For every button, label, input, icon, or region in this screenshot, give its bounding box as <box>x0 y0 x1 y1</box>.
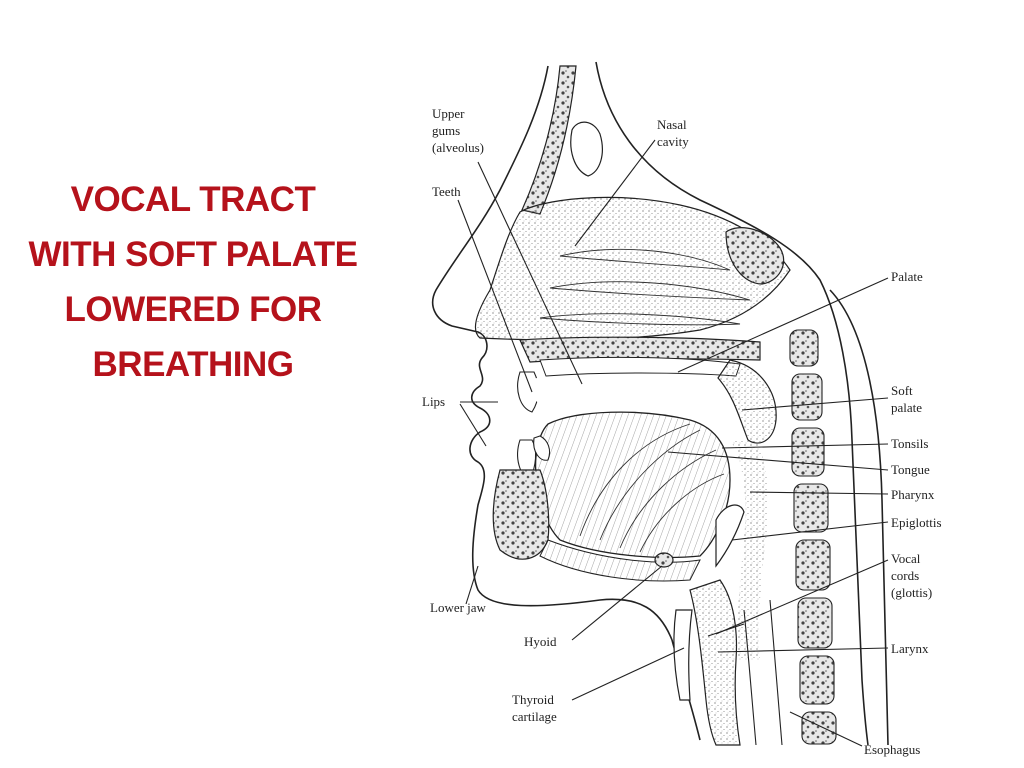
label-lips: Lips <box>422 394 445 409</box>
nasal-turbinates <box>539 248 751 326</box>
floor-of-mouth <box>539 539 701 582</box>
label-hyoid: Hyoid <box>524 634 557 649</box>
epiglottis-leader <box>731 521 889 541</box>
hyoid-bone <box>654 552 674 568</box>
label-tonsils: Tonsils <box>891 436 928 451</box>
thyroid-cartilage-leader <box>571 647 685 701</box>
leader-lines <box>457 139 889 747</box>
title-line-4: BREATHING <box>92 345 294 384</box>
tongue-fibers <box>579 423 725 553</box>
pharynx-region <box>730 440 768 660</box>
label-thyroid-cartilage: Thyroid cartilage <box>512 692 557 724</box>
label-upper-gums: Upper gums (alveolus) <box>432 106 484 155</box>
label-teeth: Teeth <box>432 184 461 199</box>
esophagus-front-wall <box>743 609 757 746</box>
nasal-bone <box>521 65 577 215</box>
mandible <box>492 469 550 560</box>
palate-leader <box>677 277 889 373</box>
face-profile-outline <box>431 65 701 741</box>
nasal-cavity-leader <box>574 139 656 247</box>
label-epiglottis: Epiglottis <box>891 515 942 530</box>
tonsils-leader <box>721 443 889 449</box>
teeth-leader <box>457 199 533 393</box>
label-esophagus: Esophagus <box>864 742 920 757</box>
label-lower-jaw: Lower jaw <box>430 600 487 615</box>
hyoid-leader <box>571 565 663 641</box>
label-tongue: Tongue <box>891 462 930 477</box>
oral-cavity <box>520 374 700 412</box>
label-larynx: Larynx <box>891 641 929 656</box>
tongue-leader <box>667 451 889 471</box>
label-nasal-cavity: Nasal cavity <box>657 117 690 149</box>
larynx-shape <box>689 579 741 746</box>
nasal-cavity-region <box>475 196 791 341</box>
label-pharynx: Pharynx <box>891 487 935 502</box>
soft-palate-leader <box>741 397 889 411</box>
vertebral-column <box>789 329 837 745</box>
sphenoid-bone <box>725 227 785 285</box>
label-soft-palate: Soft palate <box>891 383 922 415</box>
vocal-cords-leader <box>715 559 889 635</box>
lips-leader-lower <box>459 403 487 447</box>
larynx-leader <box>717 647 889 653</box>
frontal-sinus <box>570 121 603 177</box>
epiglottis-shape <box>715 504 745 568</box>
spine-back-outline <box>829 289 889 746</box>
vocal-tract-diagram: Upper gums (alveolus) Nasal cavity Teeth… <box>422 61 942 757</box>
title-line-3: LOWERED FOR <box>64 290 322 329</box>
esophagus-leader <box>789 711 863 747</box>
palate-lining <box>539 356 741 377</box>
soft-palate-shape <box>717 359 777 444</box>
title-line-2: WITH SOFT PALATE <box>28 235 359 274</box>
neck-back-outline <box>595 61 869 746</box>
lower-jaw-leader <box>465 565 479 605</box>
title-line-1: VOCAL TRACT <box>70 180 316 219</box>
esophagus-back-wall <box>769 599 783 746</box>
head-profile <box>431 61 889 746</box>
upper-gums-leader <box>477 161 583 385</box>
thyroid-cartilage-shape <box>673 609 693 701</box>
slide-title: VOCAL TRACT WITH SOFT PALATE LOWERED FOR… <box>8 172 378 392</box>
label-palate: Palate <box>891 269 923 284</box>
label-vocal-cords: Vocal cords (glottis) <box>891 551 932 600</box>
pharynx-leader <box>749 491 889 495</box>
